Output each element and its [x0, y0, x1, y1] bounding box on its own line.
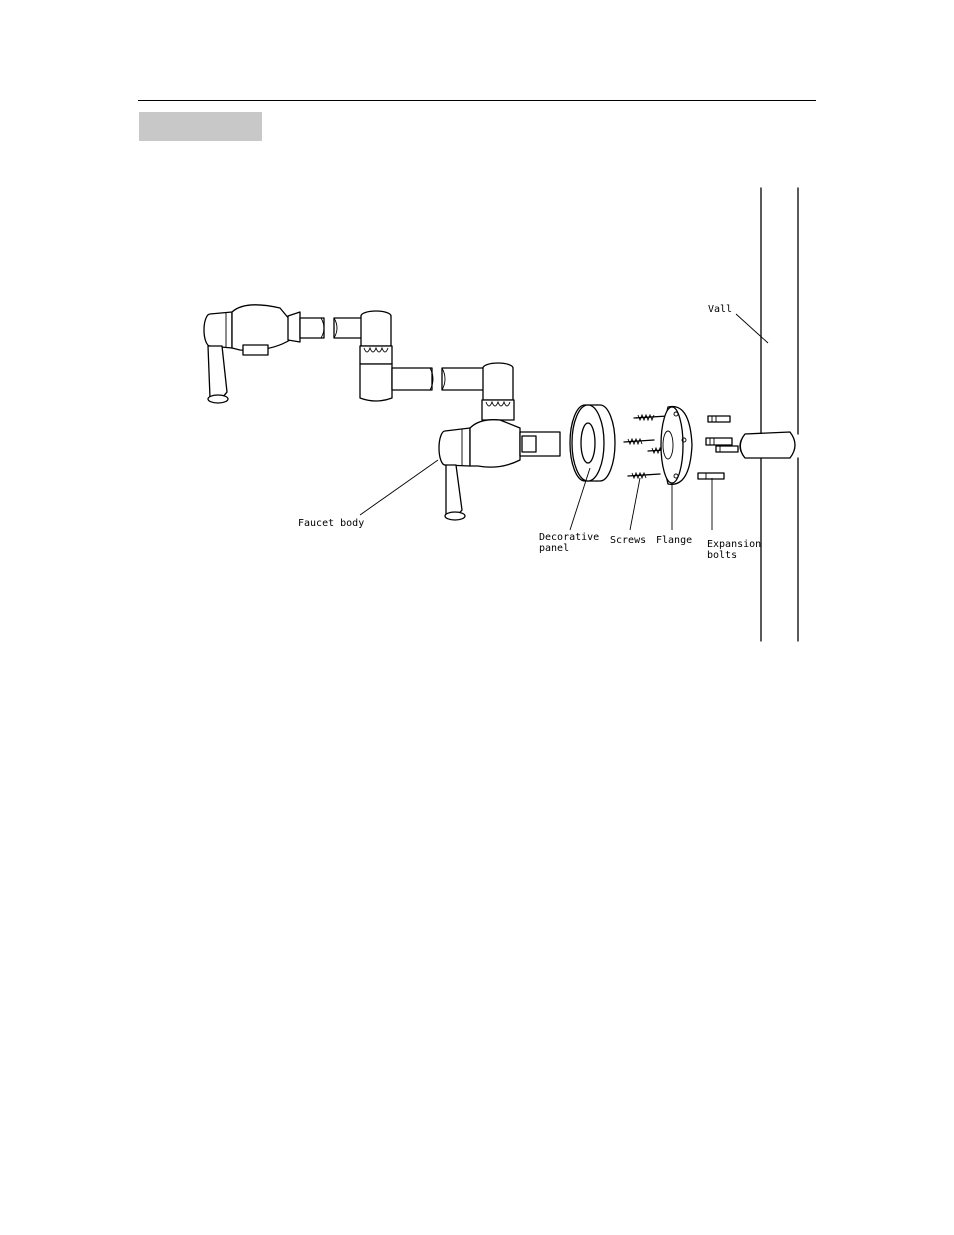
- faucet-upper: [204, 305, 364, 403]
- label-expansion-bolts-line2: bolts: [707, 550, 737, 561]
- expansion-bolts: [698, 416, 738, 479]
- tee-upper: [360, 311, 486, 401]
- label-decorative-panel-line1: Decorative: [539, 532, 599, 543]
- label-decorative-panel-line2: panel: [539, 543, 569, 554]
- wall: [740, 188, 798, 641]
- label-faucet-body: Faucet body: [298, 518, 364, 529]
- label-wall: Vall: [708, 304, 732, 315]
- label-screws: Screws: [610, 535, 646, 546]
- leader-lines: [360, 314, 768, 530]
- flange: [661, 406, 692, 484]
- tee-lower: [482, 363, 514, 420]
- label-expansion-bolts-line1: Expansion: [707, 539, 761, 550]
- faucet-body: [439, 420, 560, 520]
- label-flange: Flange: [656, 535, 692, 546]
- decorative-panel: [570, 405, 615, 481]
